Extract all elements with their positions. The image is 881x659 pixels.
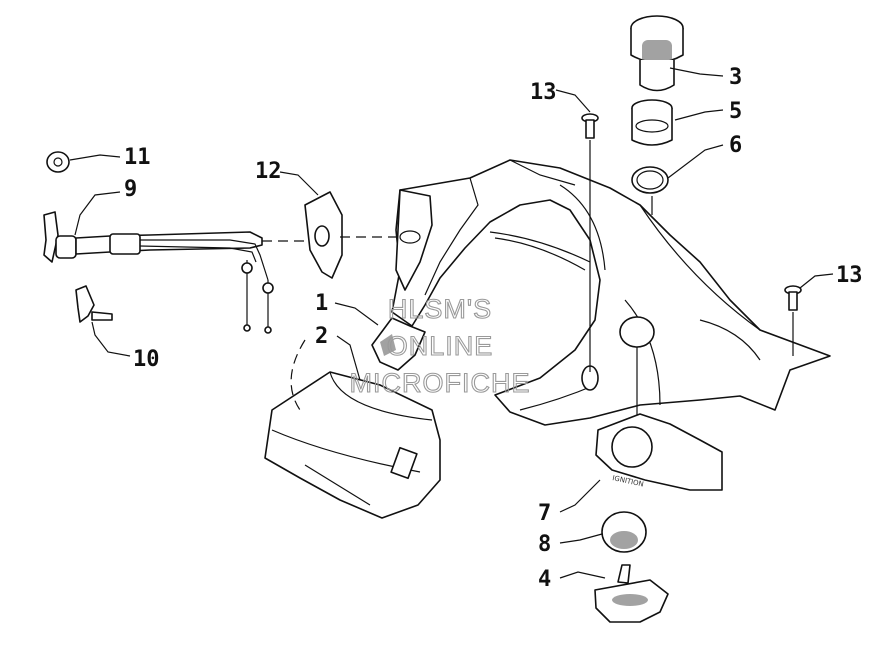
part-13-screw-right	[784, 285, 802, 356]
part-13-screw-top	[581, 113, 599, 372]
callout-6: 6	[729, 133, 742, 158]
callout-1: 1	[315, 291, 328, 316]
callout-10: 10	[133, 347, 160, 372]
part-2-lower-cover	[264, 339, 441, 519]
throttle-cable-assembly	[43, 211, 305, 334]
callout-9: 9	[124, 177, 137, 202]
callout-13-top: 13	[530, 80, 557, 105]
leader-lines	[69, 67, 834, 579]
part-6-ring	[631, 166, 669, 194]
callout-4: 4	[538, 567, 551, 592]
callout-labels: 11 9 10 12 1 2 13 3 5 6 13 7 8 4	[124, 65, 863, 592]
part-1-bracket	[371, 317, 426, 371]
part-3-switch	[630, 15, 684, 92]
part-10-lever	[75, 285, 113, 323]
callout-13-right: 13	[836, 263, 863, 288]
part-7-ignition-plate: IGNITION	[595, 413, 723, 491]
callout-12: 12	[255, 159, 282, 184]
part-8-bezel	[601, 511, 647, 553]
watermark: HLSM'S ONLINE MICROFICHE	[349, 293, 531, 398]
watermark-line-1: HLSM'S	[388, 294, 492, 324]
callout-2: 2	[315, 324, 328, 349]
watermark-line-3: MICROFICHE	[350, 368, 531, 398]
part-11-washer	[46, 151, 70, 173]
callout-5: 5	[729, 99, 742, 124]
watermark-line-2: ONLINE	[387, 331, 494, 361]
callout-7: 7	[538, 501, 551, 526]
callout-3: 3	[729, 65, 742, 90]
part-4-key	[594, 564, 669, 623]
callout-11: 11	[124, 145, 151, 170]
callout-8: 8	[538, 532, 551, 557]
part-5-bushing	[631, 99, 673, 146]
part-12-gasket	[304, 191, 400, 279]
